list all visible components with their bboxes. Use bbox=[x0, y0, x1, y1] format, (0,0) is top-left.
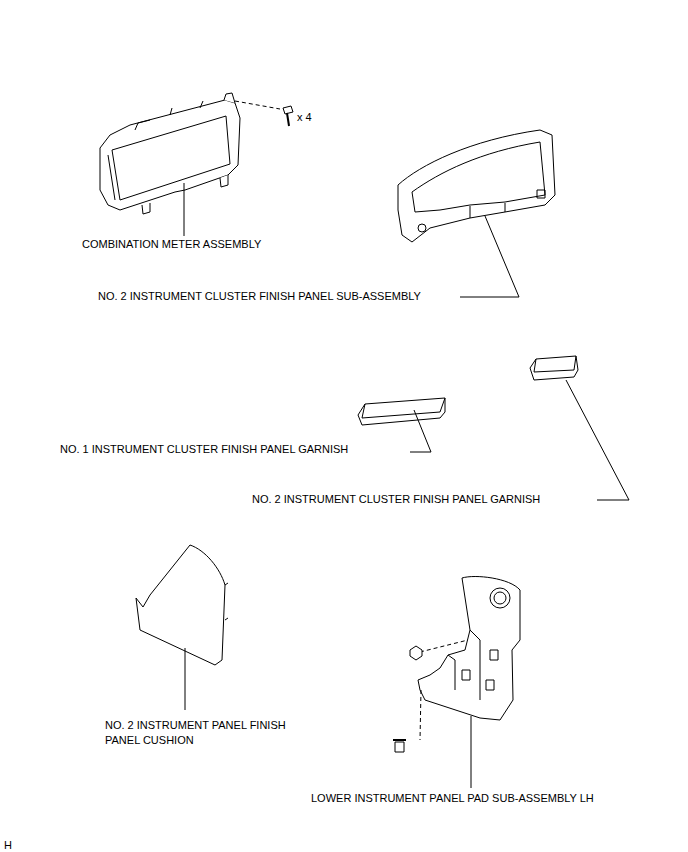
lower-pad bbox=[393, 577, 520, 753]
part-label: COMBINATION METER ASSEMBLY bbox=[82, 237, 261, 252]
part-label: NO. 2 INSTRUMENT CLUSTER FINISH PANEL GA… bbox=[252, 492, 540, 507]
garnish-1 bbox=[358, 398, 445, 425]
part-label: NO. 2 INSTRUMENT CLUSTER FINISH PANEL SU… bbox=[98, 289, 421, 304]
cushion bbox=[136, 545, 228, 665]
figure-code: H bbox=[4, 838, 12, 852]
leader-lines bbox=[184, 183, 629, 788]
combination-meter bbox=[100, 93, 293, 214]
part-label: NO. 1 INSTRUMENT CLUSTER FINISH PANEL GA… bbox=[60, 442, 348, 457]
quantity-label: x 4 bbox=[297, 110, 312, 125]
part-label: LOWER INSTRUMENT PANEL PAD SUB-ASSEMBLY … bbox=[311, 791, 594, 806]
finish-panel bbox=[398, 130, 555, 242]
part-label: NO. 2 INSTRUMENT PANEL FINISH PANEL CUSH… bbox=[105, 718, 317, 748]
garnish-2 bbox=[530, 356, 578, 380]
